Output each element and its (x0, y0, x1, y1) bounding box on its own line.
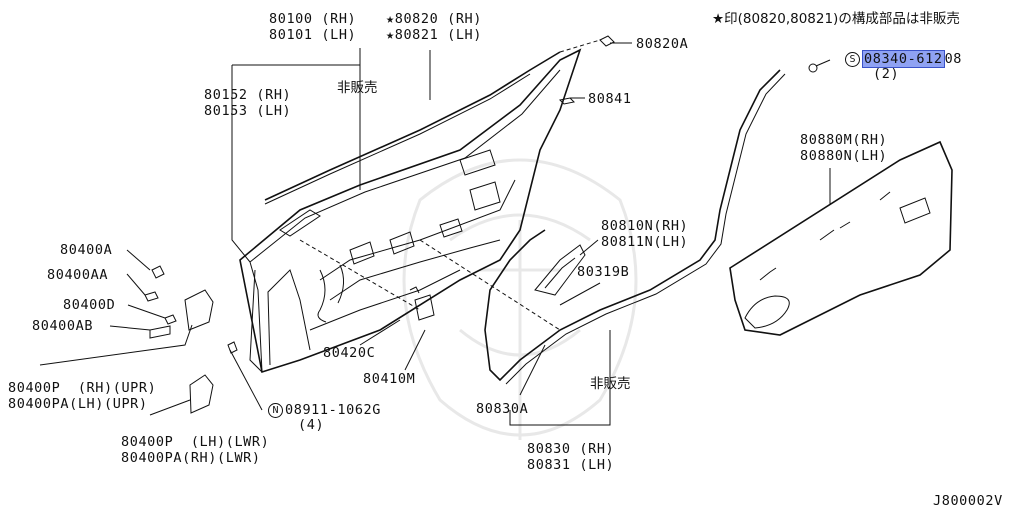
label-80830: 80830 (RH) (527, 441, 615, 457)
highlighted-part-number: 08340-612 (862, 50, 945, 68)
label-08911-qty: (4) (298, 417, 325, 433)
hinge-upper (149, 289, 214, 339)
check-link (409, 286, 435, 321)
label-08340-qty: (2) (873, 66, 900, 82)
label-80880M: 80880M(RH) (800, 132, 888, 148)
label-80400A: 80400A (60, 242, 113, 258)
s-circle-icon: S (845, 52, 860, 67)
label-not-sold-2: 非販売 (590, 376, 631, 392)
door-trim-panel (729, 140, 953, 336)
label-80152: 80152 (RH) (204, 87, 292, 103)
label-80100: 80100 (RH) (269, 11, 357, 27)
diagram-id: J800002V (933, 493, 1003, 509)
label-80410M: 80410M (363, 371, 416, 387)
label-80400P-upr: 80400P (RH)(UPR) (8, 380, 157, 396)
leader-lines (39, 42, 831, 426)
label-80820A: 80820A (636, 36, 689, 52)
label-80811N: 80811N(LH) (601, 234, 689, 250)
bolts (144, 265, 177, 325)
label-80400AA: 80400AA (47, 267, 109, 283)
hinge-lower (189, 341, 238, 414)
label-80319B: 80319B (577, 264, 630, 280)
watermark-emblem (402, 158, 638, 440)
label-80400PA-lwr: 80400PA(RH)(LWR) (121, 450, 261, 466)
label-80400P-lwr: 80400P (LH)(LWR) (121, 434, 270, 450)
label-80101: 80101 (LH) (269, 27, 357, 43)
label-80420C: 80420C (323, 345, 376, 361)
door-frame (239, 48, 582, 374)
label-80153: 80153 (LH) (204, 103, 292, 119)
label-80400PA-upr: 80400PA(LH)(UPR) (8, 396, 148, 412)
label-80810N: 80810N(RH) (601, 218, 689, 234)
label-80831: 80831 (LH) (527, 457, 615, 473)
label-80400D: 80400D (63, 297, 116, 313)
label-80400AB: 80400AB (32, 318, 94, 334)
outer-weatherstrip (264, 51, 561, 201)
label-80821: ★80821 (LH) (386, 27, 483, 43)
n-circle-icon: N (268, 403, 283, 418)
label-80830A: 80830A (476, 401, 529, 417)
label-80880N: 80880N(LH) (800, 148, 888, 164)
door-weatherstrip (484, 69, 781, 382)
note-not-sold: ★印(80820,80821)の構成部品は非販売 (712, 11, 960, 27)
corner-piece (534, 244, 586, 296)
label-80841: 80841 (588, 91, 632, 107)
label-80820: ★80820 (RH) (386, 11, 483, 27)
label-not-sold-1: 非販売 (337, 80, 378, 96)
